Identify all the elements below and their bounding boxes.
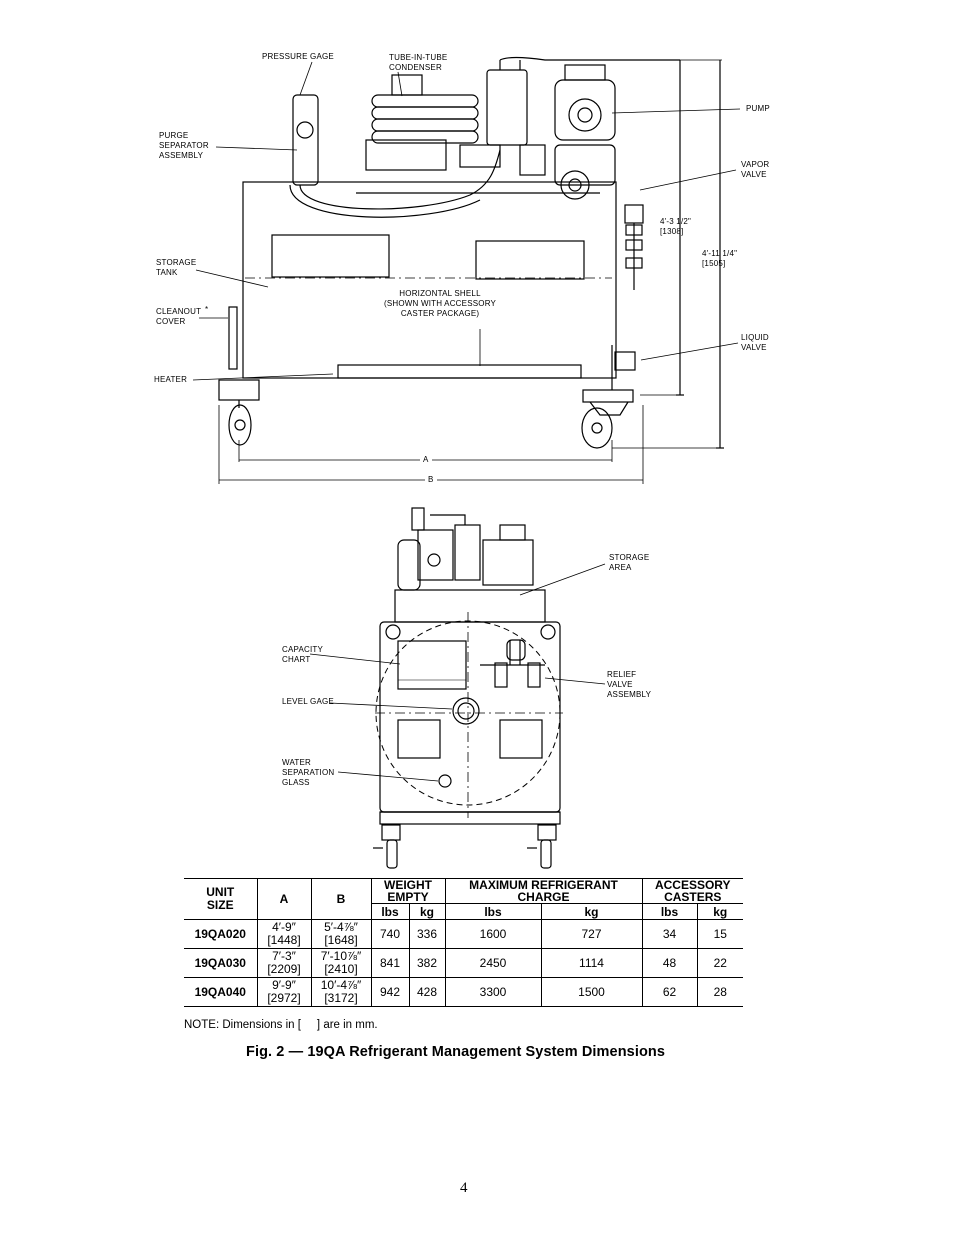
label-cleanout-cover: CLEANOUT COVER	[156, 307, 202, 326]
casters-lbs: 48	[641, 948, 697, 978]
dim-b: 7′-10⅞″	[320, 949, 362, 963]
header-lbs: lbs	[444, 903, 541, 920]
casters-kg: 28	[696, 977, 743, 1007]
header-max-charge: MAXIMUM REFRIGERANT CHARGE	[444, 878, 642, 904]
charge-lbs: 3300	[444, 977, 541, 1007]
header-b: B	[310, 878, 371, 920]
dim-a-mm: [2209]	[267, 962, 301, 976]
header-casters: ACCESSORY CASTERS	[641, 878, 743, 904]
unit-size: 19QA040	[194, 985, 246, 999]
label-relief-valve: RELIEF VALVE ASSEMBLY	[607, 670, 652, 699]
figure-caption: Fig. 2 — 19QA Refrigerant Management Sys…	[246, 1044, 666, 1060]
label-dim-b: B	[428, 475, 434, 484]
label-storage-tank: STORAGE TANK	[156, 258, 197, 277]
dimensions-table: UNIT SIZE A B WEIGHT EMPTY MAXIMUM REFRI…	[184, 878, 743, 1007]
dim-a: 7′-3″	[272, 949, 296, 963]
dim-b-mm: [1648]	[324, 933, 358, 947]
casters-lbs: 34	[641, 919, 697, 949]
label-liquid-valve: LIQUID VALVE	[741, 333, 769, 352]
label-purge-separator: PURGE SEPARATOR ASSEMBLY	[159, 131, 209, 160]
label-horizontal-shell: HORIZONTAL SHELL (SHOWN WITH ACCESSORY C…	[384, 289, 497, 318]
label-dim-1308: 4'-3 1/2" [1308]	[660, 217, 692, 236]
charge-lbs: 1600	[444, 919, 541, 949]
header-kg: kg	[408, 903, 445, 920]
header-unit-size: UNIT SIZE	[184, 878, 257, 920]
casters-kg: 15	[696, 919, 743, 949]
label-dim-1505: 4'-11 1/4" [1505]	[702, 249, 738, 268]
water-separation-glass	[438, 774, 452, 788]
dim-b: 5′-4⅞″	[324, 920, 358, 934]
label-storage-area: STORAGE AREA	[609, 553, 650, 572]
label-cleanout-asterisk: *	[205, 305, 209, 314]
left-caster-wheel	[228, 404, 252, 446]
label-water-separation-glass: WATER SEPARATION GLASS	[282, 758, 335, 787]
label-level-gage: LEVEL GAGE	[282, 697, 334, 706]
charge-kg: 727	[540, 919, 642, 949]
page-number: 4	[460, 1180, 468, 1196]
table-row: 19QA020 4′-9″[1448] 5′-4⅞″[1648] 740 336…	[184, 919, 743, 949]
heater	[337, 364, 582, 379]
end-frame	[379, 621, 561, 813]
label-dim-a: A	[423, 455, 429, 464]
header-a: A	[256, 878, 311, 920]
weight-lbs: 841	[370, 948, 409, 978]
side-view-drawing	[192, 56, 741, 484]
panel-left	[271, 234, 390, 278]
header-lbs: lbs	[370, 903, 409, 920]
weight-lbs: 942	[370, 977, 409, 1007]
pressure-gage	[296, 121, 314, 139]
label-capacity-chart: CAPACITY CHART	[282, 645, 324, 664]
capacity-chart	[397, 640, 467, 690]
level-gage	[452, 697, 480, 725]
weight-kg: 382	[408, 948, 445, 978]
purge-separator	[292, 94, 319, 186]
dim-a: 9′-9″	[272, 978, 296, 992]
charge-kg: 1114	[540, 948, 642, 978]
label-heater: HEATER	[154, 375, 188, 384]
weight-kg: 336	[408, 919, 445, 949]
unit-size: 19QA020	[194, 927, 246, 941]
header-kg: kg	[540, 903, 642, 920]
unit-size: 19QA030	[194, 956, 246, 970]
table-row: 19QA040 9′-9″[2972] 10′-4⅞″[3172] 942 42…	[184, 977, 743, 1007]
header-lbs: lbs	[641, 903, 697, 920]
charge-lbs: 2450	[444, 948, 541, 978]
dim-b-mm: [2410]	[324, 962, 358, 976]
right-caster-end	[527, 824, 557, 869]
casters-kg: 22	[696, 948, 743, 978]
weight-lbs: 740	[370, 919, 409, 949]
end-view-drawing	[309, 507, 606, 869]
charge-kg: 1500	[540, 977, 642, 1007]
left-caster-end	[373, 824, 401, 869]
header-kg: kg	[696, 903, 743, 920]
dim-a: 4′-9″	[272, 920, 296, 934]
pump	[554, 64, 616, 141]
weight-kg: 428	[408, 977, 445, 1007]
casters-lbs: 62	[641, 977, 697, 1007]
right-caster-wheel	[581, 407, 613, 449]
dim-a-mm: [1448]	[267, 933, 301, 947]
header-weight-empty: WEIGHT EMPTY	[370, 878, 445, 904]
cleanout-cover	[228, 306, 238, 370]
label-vapor-valve: VAPOR VALVE	[741, 160, 770, 179]
dim-a-mm: [2972]	[267, 991, 301, 1005]
table-row: 19QA030 7′-3″[2209] 7′-10⅞″[2410] 841 38…	[184, 948, 743, 978]
tube-in-tube-condenser	[371, 74, 479, 144]
dim-b: 10′-4⅞″	[320, 978, 362, 992]
dim-b-mm: [3172]	[324, 991, 358, 1005]
label-condenser: TUBE-IN-TUBE CONDENSER	[389, 53, 448, 72]
table-note: NOTE: Dimensions in [ ] are in mm.	[184, 1019, 378, 1031]
label-pump: PUMP	[746, 104, 770, 113]
label-pressure-gage: PRESSURE GAGE	[262, 52, 334, 61]
